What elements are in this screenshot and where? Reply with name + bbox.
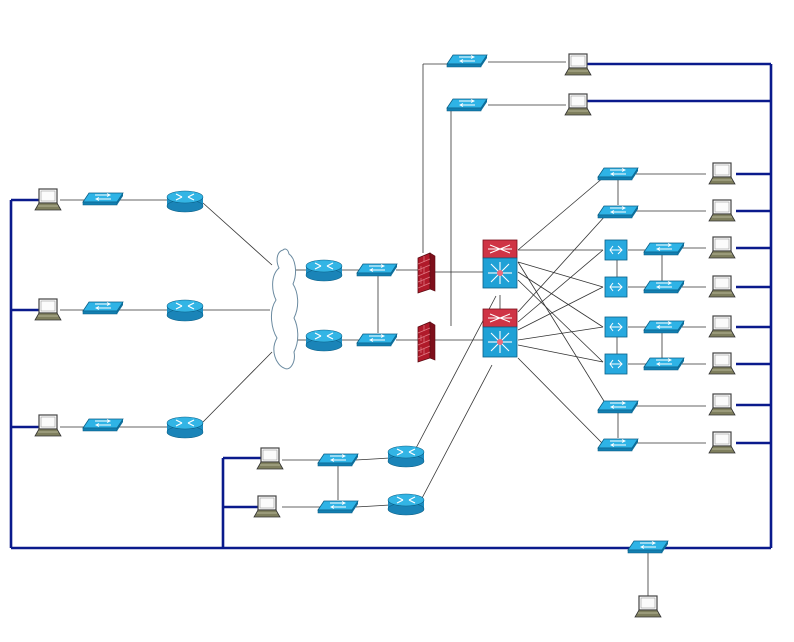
switch-icon[interactable]: [82, 192, 124, 206]
laptop-icon[interactable]: [634, 595, 662, 618]
multilayer-switch-icon[interactable]: [604, 353, 628, 375]
switch-icon[interactable]: [82, 301, 124, 315]
laptop-icon[interactable]: [708, 236, 736, 259]
laptop-icon[interactable]: [564, 53, 592, 76]
firewall-icon[interactable]: [417, 321, 436, 363]
thin-links: [60, 61, 706, 600]
switch-icon[interactable]: [356, 333, 398, 347]
router-icon[interactable]: [166, 190, 204, 213]
firewall-icon[interactable]: [417, 252, 436, 294]
laptop-icon[interactable]: [564, 93, 592, 116]
router-icon[interactable]: [387, 493, 425, 516]
switch-icon[interactable]: [446, 54, 488, 68]
laptop-icon[interactable]: [34, 188, 62, 211]
router-icon[interactable]: [166, 416, 204, 439]
bus-links: [9, 62, 773, 550]
laptop-icon[interactable]: [34, 298, 62, 321]
switch-icon[interactable]: [82, 418, 124, 432]
switch-icon[interactable]: [597, 167, 639, 181]
wan-cloud-icon: [270, 248, 299, 370]
laptop-icon[interactable]: [708, 431, 736, 454]
core-switch-icon[interactable]: [482, 308, 518, 358]
laptop-icon[interactable]: [708, 275, 736, 298]
laptop-icon[interactable]: [708, 393, 736, 416]
switch-icon[interactable]: [643, 357, 685, 371]
switch-icon[interactable]: [597, 400, 639, 414]
multilayer-switch-icon[interactable]: [604, 239, 628, 261]
switch-icon[interactable]: [446, 98, 488, 112]
laptop-icon[interactable]: [708, 315, 736, 338]
switch-icon[interactable]: [597, 438, 639, 452]
switch-icon[interactable]: [597, 205, 639, 219]
laptop-icon[interactable]: [34, 414, 62, 437]
multilayer-switch-icon[interactable]: [604, 316, 628, 338]
core-switch-icon[interactable]: [482, 239, 518, 289]
router-icon[interactable]: [387, 445, 425, 468]
laptop-icon[interactable]: [256, 447, 284, 470]
switch-icon[interactable]: [317, 500, 359, 514]
multilayer-switch-icon[interactable]: [604, 276, 628, 298]
switch-icon[interactable]: [317, 453, 359, 467]
router-icon[interactable]: [305, 329, 343, 352]
laptop-icon[interactable]: [708, 199, 736, 222]
switch-icon[interactable]: [643, 242, 685, 256]
switch-icon[interactable]: [356, 263, 398, 277]
switch-icon[interactable]: [643, 280, 685, 294]
router-icon[interactable]: [166, 299, 204, 322]
laptop-icon[interactable]: [253, 495, 281, 518]
switch-icon[interactable]: [643, 320, 685, 334]
switch-icon[interactable]: [627, 540, 669, 554]
laptop-icon[interactable]: [708, 162, 736, 185]
laptop-icon[interactable]: [708, 352, 736, 375]
router-icon[interactable]: [305, 259, 343, 282]
